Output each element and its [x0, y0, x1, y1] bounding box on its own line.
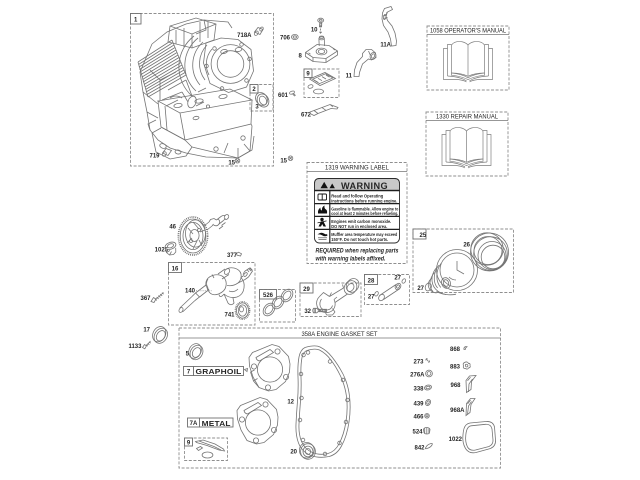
svg-text:28: 28 — [368, 279, 375, 285]
svg-text:27: 27 — [417, 286, 424, 292]
svg-text:Instructions before running en: Instructions before running engine. — [331, 199, 397, 204]
svg-text:741: 741 — [224, 313, 235, 319]
svg-text:WARNING: WARNING — [341, 181, 388, 192]
svg-text:Muffler area temperature may e: Muffler area temperature may exceed — [331, 232, 397, 237]
svg-text:METAL: METAL — [202, 419, 231, 428]
svg-text:Engines emit carbon monoxide.: Engines emit carbon monoxide. — [331, 219, 391, 224]
svg-text:9: 9 — [187, 441, 191, 447]
svg-text:1025: 1025 — [155, 248, 169, 254]
svg-text:140: 140 — [185, 289, 196, 295]
svg-text:Gasoline is flammable. Allow e: Gasoline is flammable. Allow engine to — [331, 206, 398, 211]
svg-text:27: 27 — [394, 276, 401, 282]
svg-text:29: 29 — [303, 287, 310, 293]
svg-text:cool at least 2 minutes before: cool at least 2 minutes before refueling… — [331, 211, 398, 216]
svg-text:8: 8 — [299, 54, 303, 60]
svg-text:706: 706 — [280, 36, 291, 42]
svg-text:601: 601 — [278, 93, 289, 99]
svg-text:2: 2 — [252, 87, 256, 93]
svg-text:276A: 276A — [410, 373, 425, 379]
svg-text:17: 17 — [143, 328, 150, 334]
svg-text:16: 16 — [172, 267, 179, 273]
svg-text:868: 868 — [450, 347, 461, 353]
svg-text:15: 15 — [280, 159, 287, 165]
svg-text:150°F. Do not touch hot parts: 150°F. Do not touch hot parts. — [331, 237, 388, 242]
svg-text:32: 32 — [304, 309, 311, 315]
svg-text:718A: 718A — [237, 33, 252, 39]
svg-text:1330 REPAIR MANUAL: 1330 REPAIR MANUAL — [436, 114, 498, 121]
svg-text:1: 1 — [134, 18, 138, 24]
svg-text:GRAPHOIL: GRAPHOIL — [196, 367, 242, 376]
svg-text:DO NOT run in enclosed area.: DO NOT run in enclosed area. — [331, 224, 387, 229]
svg-text:15: 15 — [228, 161, 235, 167]
svg-text:20: 20 — [290, 450, 297, 456]
svg-text:883: 883 — [450, 365, 461, 371]
svg-text:10: 10 — [311, 28, 318, 34]
svg-text:7: 7 — [187, 370, 191, 376]
svg-text:25: 25 — [420, 233, 427, 239]
svg-text:968: 968 — [450, 383, 461, 389]
svg-text:with warning labels affixed.: with warning labels affixed. — [316, 256, 386, 263]
svg-text:526: 526 — [263, 293, 274, 299]
svg-text:REQUIRED when replacing parts: REQUIRED when replacing parts — [316, 248, 399, 255]
svg-text:842: 842 — [414, 446, 425, 452]
svg-text:5: 5 — [186, 352, 190, 358]
svg-text:466: 466 — [413, 415, 424, 421]
svg-text:12: 12 — [287, 400, 294, 406]
svg-text:273: 273 — [413, 360, 424, 366]
svg-text:Read and follow Operating: Read and follow Operating — [331, 194, 383, 199]
svg-text:672: 672 — [301, 113, 312, 119]
svg-text:1133: 1133 — [128, 344, 142, 350]
svg-text:7A: 7A — [190, 421, 198, 427]
svg-text:26: 26 — [463, 243, 470, 249]
svg-text:1319 WARNING LABEL: 1319 WARNING LABEL — [325, 165, 389, 172]
svg-text:377: 377 — [227, 253, 238, 259]
svg-text:9: 9 — [306, 72, 310, 78]
svg-text:719: 719 — [149, 154, 160, 160]
svg-text:358A ENGINE GASKET SET: 358A ENGINE GASKET SET — [302, 331, 378, 338]
svg-text:3: 3 — [255, 105, 259, 111]
svg-text:968A: 968A — [450, 408, 465, 414]
svg-text:11: 11 — [346, 74, 353, 80]
svg-text:11A: 11A — [380, 43, 391, 49]
svg-text:1022: 1022 — [449, 437, 463, 443]
svg-text:439: 439 — [413, 402, 424, 408]
svg-text:1058 OPERATOR'S MANUAL: 1058 OPERATOR'S MANUAL — [430, 28, 506, 35]
svg-text:524: 524 — [412, 430, 423, 436]
svg-text:46: 46 — [169, 225, 176, 231]
svg-text:338: 338 — [413, 387, 424, 393]
svg-text:27: 27 — [368, 295, 375, 301]
svg-text:367: 367 — [140, 296, 151, 302]
